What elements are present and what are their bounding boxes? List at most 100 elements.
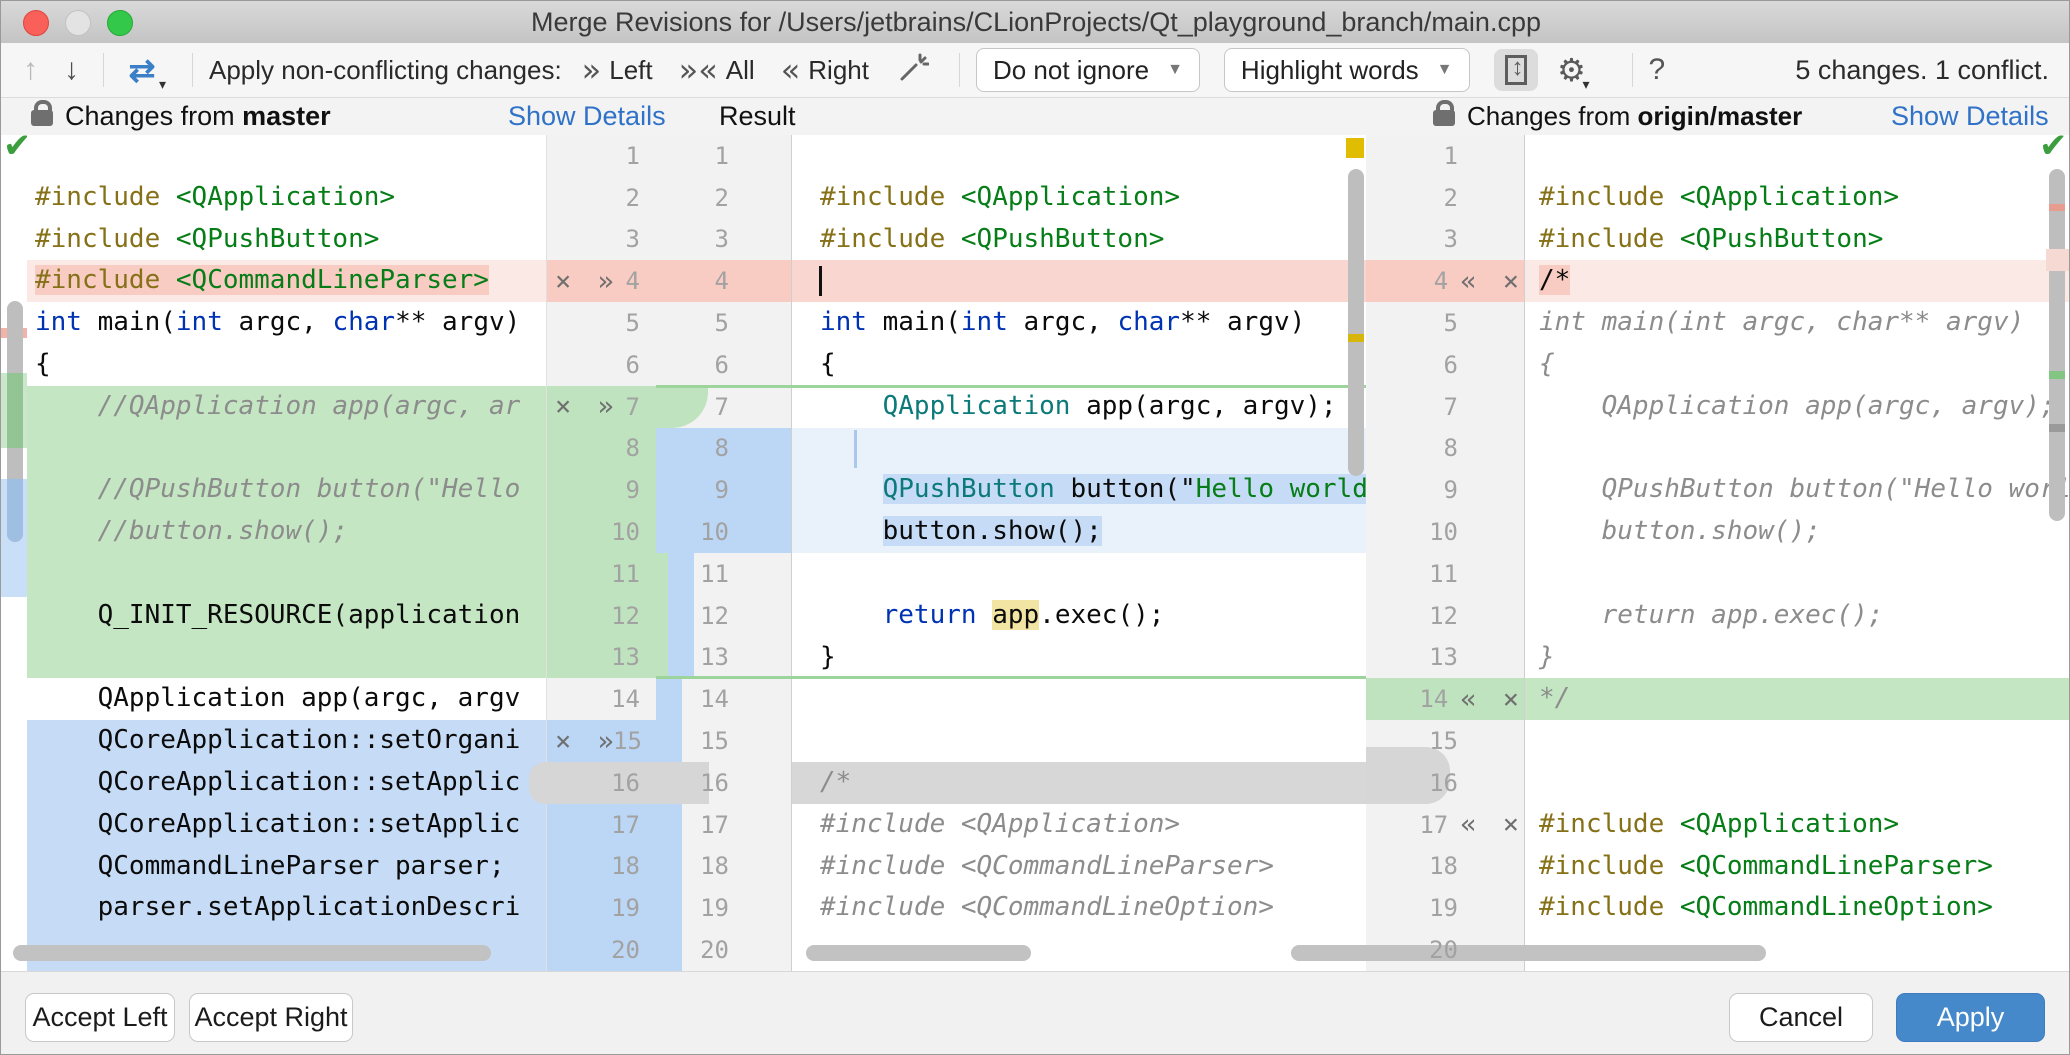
magic-resolve-icon[interactable] xyxy=(895,51,930,90)
code-line[interactable] xyxy=(27,552,546,595)
code-line[interactable] xyxy=(792,427,1366,470)
left-horizontal-scrollbar[interactable] xyxy=(13,945,491,961)
code-line[interactable]: Q_INIT_RESOURCE(application xyxy=(27,594,546,637)
apply-left-button[interactable]: » Left xyxy=(581,51,653,89)
code-line[interactable]: QCoreApplication::setOrgani xyxy=(27,720,546,762)
code-line[interactable]: /* xyxy=(792,761,1366,804)
code-line[interactable]: #include <QApplication> xyxy=(792,804,1366,846)
code-line[interactable]: } xyxy=(1525,637,2069,679)
code-line[interactable] xyxy=(792,135,1366,177)
code-line[interactable]: int main(int argc, char** argv) xyxy=(1525,302,2069,344)
code-line[interactable]: //button.show(); xyxy=(27,511,546,553)
code-line[interactable] xyxy=(792,678,1366,720)
code-line[interactable] xyxy=(792,720,1366,762)
revert-apply-buttons[interactable]: « × xyxy=(1460,809,1524,841)
code-line[interactable]: int main(int argc, char** argv) xyxy=(27,302,546,344)
code-line[interactable]: } xyxy=(792,637,1366,679)
revert-apply-buttons[interactable]: « × xyxy=(1460,265,1524,297)
right-show-details-link[interactable]: Show Details xyxy=(1891,101,2049,131)
line-number: 2 xyxy=(1443,183,1458,212)
code-line[interactable]: #include <QCommandLineParser> xyxy=(1525,846,2069,888)
code-line[interactable] xyxy=(792,553,1366,595)
highlight-mode-select[interactable]: Highlight words▼ xyxy=(1223,48,1470,92)
code-line[interactable]: #include <QPushButton> xyxy=(27,219,546,261)
code-line[interactable]: QApplication app(argc, argv); xyxy=(1525,386,2069,428)
right-editor[interactable]: #include <QApplication>#include <QPushBu… xyxy=(1524,135,2069,971)
apply-revert-buttons[interactable]: × » xyxy=(555,265,619,297)
code-line[interactable]: #include <QApplication> xyxy=(27,177,546,219)
code-line[interactable] xyxy=(1525,762,2069,804)
line-number: 20 xyxy=(611,936,640,965)
accept-right-button[interactable]: Accept Right xyxy=(189,993,353,1042)
code-line[interactable]: QApplication app(argc, argv); xyxy=(792,386,1366,428)
code-line[interactable] xyxy=(1525,720,2069,762)
code-line[interactable]: { xyxy=(792,344,1366,386)
code-line[interactable]: QCoreApplication::setApplic xyxy=(27,761,546,804)
code-line[interactable] xyxy=(1525,135,2069,177)
code-line[interactable]: #include <QCommandLineParser> xyxy=(27,260,546,303)
code-line[interactable]: button.show(); xyxy=(1525,511,2069,553)
line-number: 15 xyxy=(700,727,729,756)
close-button[interactable] xyxy=(23,10,49,36)
next-change-icon[interactable]: ↓ xyxy=(64,53,79,86)
gutter-line: 6 xyxy=(1366,344,1524,386)
code-line[interactable]: { xyxy=(1525,344,2069,386)
code-line[interactable]: QCoreApplication::setApplic xyxy=(27,803,546,846)
zoom-button[interactable] xyxy=(107,10,133,36)
apply-revert-buttons[interactable]: × » xyxy=(555,725,619,757)
right-vertical-scrollbar[interactable] xyxy=(2049,169,2065,521)
code-line[interactable] xyxy=(27,427,546,470)
code-line[interactable]: #include <QCommandLineOption> xyxy=(792,887,1366,929)
center-vertical-scrollbar[interactable] xyxy=(1348,169,1364,476)
code-line[interactable]: //QApplication app(argc, ar xyxy=(27,385,546,428)
ignore-policy-select[interactable]: Do not ignore▼ xyxy=(975,48,1200,92)
center-horizontal-scrollbar[interactable] xyxy=(806,945,1031,961)
right-horizontal-scrollbar[interactable] xyxy=(1291,945,1766,961)
code-line[interactable] xyxy=(27,636,546,679)
revert-apply-buttons[interactable]: « × xyxy=(1460,683,1524,715)
code-line[interactable]: #include <QApplication> xyxy=(1525,177,2069,219)
code-line[interactable]: return app.exec(); xyxy=(1525,595,2069,637)
code-line[interactable]: QApplication app(argc, argv xyxy=(27,678,546,720)
code-line[interactable] xyxy=(1525,553,2069,595)
apply-button[interactable]: Apply xyxy=(1896,993,2045,1042)
apply-revert-buttons[interactable]: × » xyxy=(555,391,619,423)
code-line[interactable]: button.show(); xyxy=(792,511,1366,553)
code-line[interactable] xyxy=(1525,428,2069,470)
code-line[interactable]: /* xyxy=(1525,260,2069,303)
code-line[interactable]: #include <QCommandLineParser> xyxy=(792,846,1366,888)
apply-all-button[interactable]: »« All xyxy=(678,51,755,89)
code-line[interactable]: #include <QPushButton> xyxy=(792,219,1366,261)
code-line[interactable]: { xyxy=(27,344,546,386)
code-line[interactable]: #include <QApplication> xyxy=(1525,804,2069,846)
code-line[interactable]: */ xyxy=(1525,678,2069,721)
gutter-line: 8 xyxy=(1366,428,1524,470)
left-show-details-link[interactable]: Show Details xyxy=(508,101,666,131)
apply-right-button[interactable]: « Right xyxy=(780,51,869,89)
code-token: #include <QApplication> xyxy=(820,808,1181,839)
code-line[interactable]: parser.setApplicationDescri xyxy=(27,887,546,930)
accept-left-button[interactable]: Accept Left xyxy=(25,993,175,1042)
code-line[interactable]: #include <QApplication> xyxy=(792,177,1366,219)
code-line[interactable]: QCommandLineParser parser; xyxy=(27,845,546,888)
code-line[interactable]: QPushButton button("Hello world xyxy=(1525,469,2069,511)
result-editor[interactable]: #include <QApplication>#include <QPushBu… xyxy=(791,135,1366,971)
code-line[interactable]: //QPushButton button("Hello xyxy=(27,469,546,512)
code-line[interactable] xyxy=(27,135,546,177)
code-line[interactable]: return app.exec(); xyxy=(792,595,1366,637)
compare-swap-icon[interactable]: ⇄▾ xyxy=(128,52,166,92)
previous-change-icon[interactable]: ↑ xyxy=(23,53,38,86)
code-line[interactable]: int main(int argc, char** argv) xyxy=(792,302,1366,344)
help-icon[interactable]: ? xyxy=(1648,53,1666,86)
code-line[interactable]: #include <QCommandLineOption> xyxy=(1525,887,2069,929)
line-number: 15 xyxy=(1429,727,1458,756)
settings-gear-icon[interactable]: ⚙▾ xyxy=(1557,51,1590,92)
lock-icon xyxy=(31,100,53,126)
collapse-unchanged-toggle[interactable] xyxy=(1493,49,1538,91)
left-editor[interactable]: #include <QApplication>#include <QPushBu… xyxy=(27,135,546,971)
code-line[interactable]: QPushButton button("Hello world xyxy=(792,469,1366,512)
code-line[interactable] xyxy=(792,260,1366,303)
code-line[interactable]: #include <QPushButton> xyxy=(1525,219,2069,261)
cancel-button[interactable]: Cancel xyxy=(1729,993,1873,1042)
